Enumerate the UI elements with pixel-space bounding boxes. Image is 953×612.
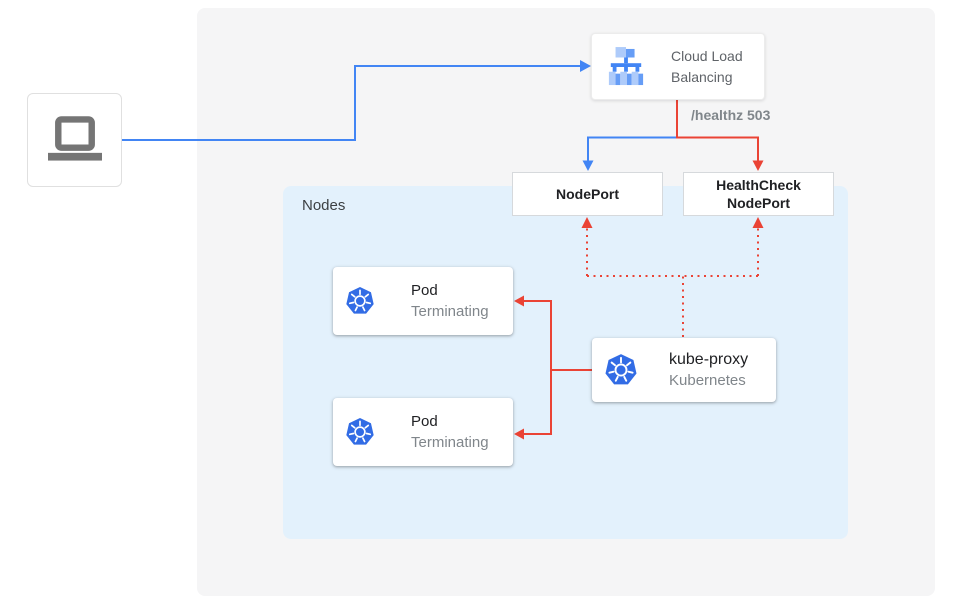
pod-title: Pod xyxy=(411,282,438,299)
healthcheck-nodeport-box: HealthCheck NodePort xyxy=(683,172,834,216)
healthcheck-nodeport-label: HealthCheck NodePort xyxy=(716,177,801,211)
nodes-label: Nodes xyxy=(302,197,346,214)
load-balancer-icon xyxy=(608,46,644,85)
nodeport-box: NodePort xyxy=(512,172,663,216)
pod-terminating-card-bottom: Pod Terminating xyxy=(333,398,513,466)
healthz-status-label: /healthz 503 xyxy=(691,107,771,123)
pod-status: Terminating xyxy=(411,434,489,451)
kube-proxy-card: kube-proxy Kubernetes xyxy=(592,338,776,402)
client-card xyxy=(27,93,122,187)
pod-title: Pod xyxy=(411,413,438,430)
kube-proxy-subtitle: Kubernetes xyxy=(669,372,746,389)
laptop-icon xyxy=(47,116,102,161)
kubernetes-icon xyxy=(605,354,637,385)
kubernetes-icon xyxy=(346,286,374,314)
pod-status: Terminating xyxy=(411,303,489,320)
kubernetes-icon xyxy=(346,417,374,445)
pod-terminating-card-top: Pod Terminating xyxy=(333,267,513,335)
nodeport-label: NodePort xyxy=(556,186,619,202)
kube-proxy-title: kube-proxy xyxy=(669,351,749,368)
cloud-load-balancing-card: Cloud Load Balancing xyxy=(591,33,765,100)
cloud-load-balancing-label: Cloud Load Balancing xyxy=(671,47,743,85)
